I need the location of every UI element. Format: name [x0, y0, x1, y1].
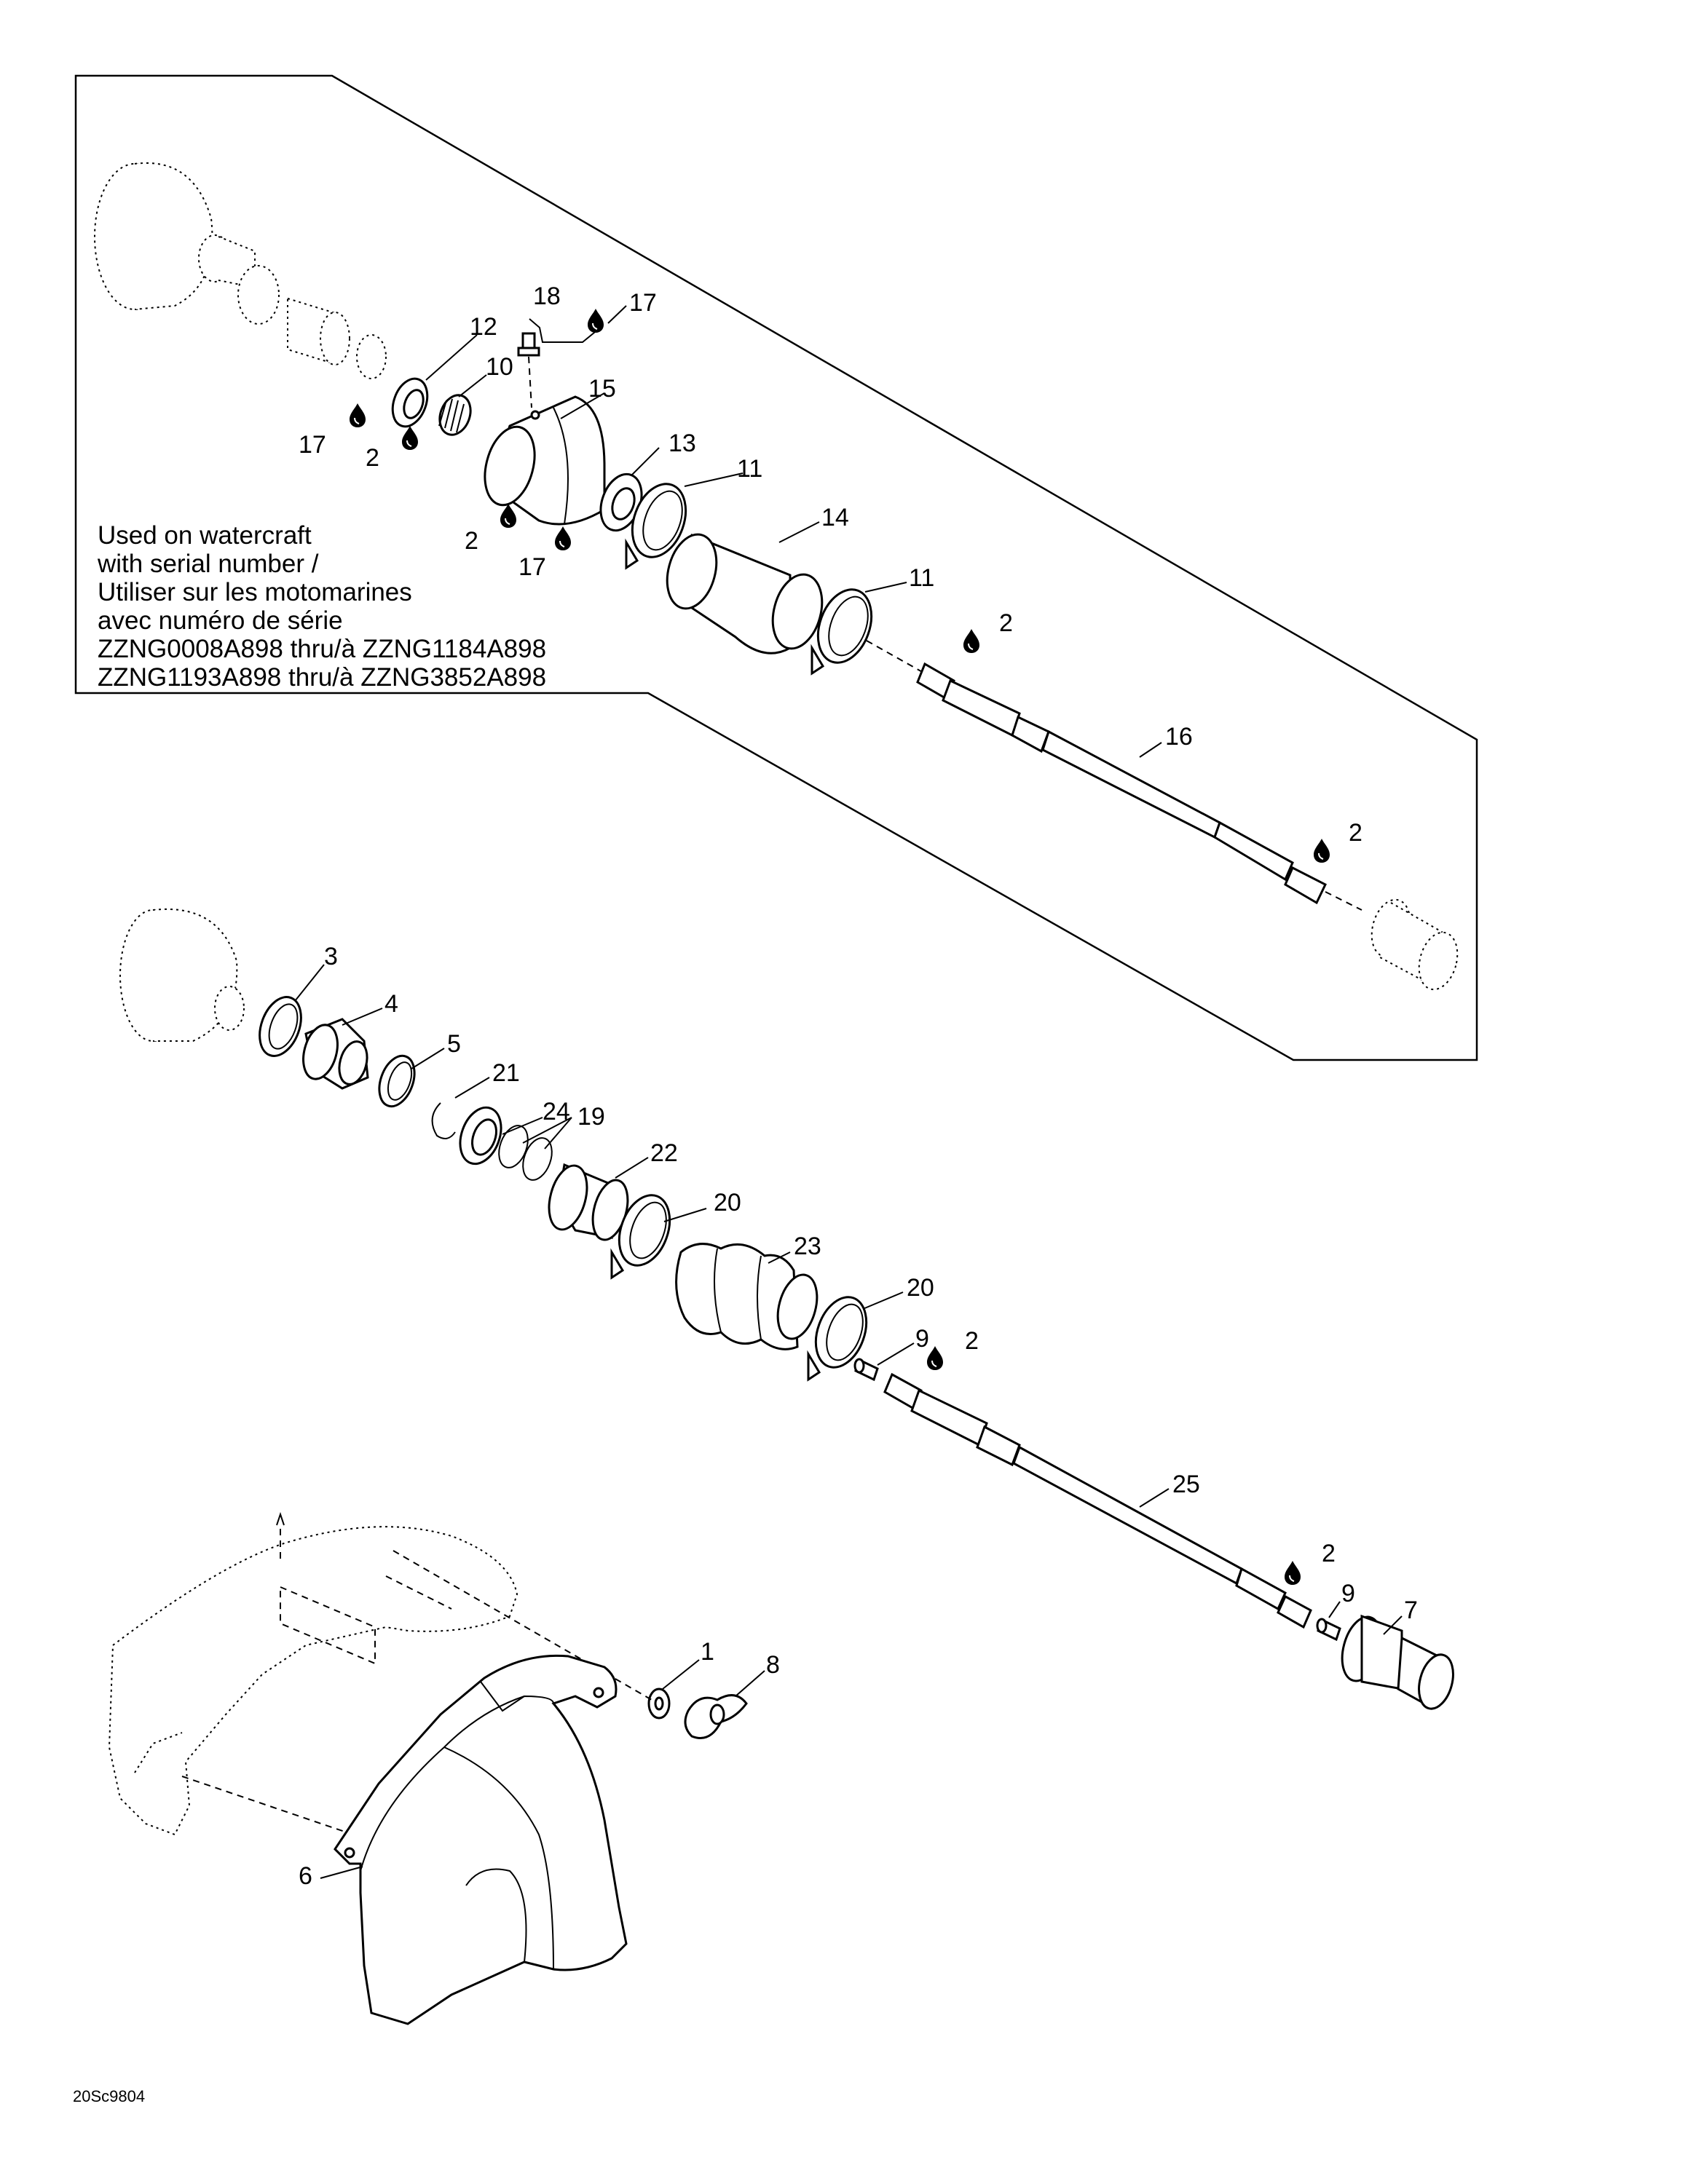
callout-10: 10 — [486, 353, 513, 381]
callout-17: 17 — [629, 289, 657, 317]
note-line-5: ZZNG0008A898 thru/à ZZNG1184A898 — [98, 635, 546, 663]
note-line-1: Used on watercraft — [98, 521, 312, 550]
housing-15 — [484, 395, 606, 526]
callout-11: 11 — [737, 455, 762, 483]
callout-17: 17 — [299, 431, 326, 459]
clamp-20-right — [807, 1296, 868, 1382]
callout-13: 13 — [669, 430, 696, 457]
callout-18: 18 — [533, 282, 561, 310]
callout-9: 9 — [915, 1325, 929, 1353]
drop-icon — [401, 425, 419, 451]
callout-17: 17 — [518, 553, 546, 581]
grease-fitting-18 — [517, 332, 540, 408]
callout-23: 23 — [794, 1233, 821, 1260]
bearing-housing-7 — [1341, 1614, 1454, 1710]
drop-icon — [500, 503, 517, 529]
callout-2: 2 — [465, 527, 478, 555]
washer-1 — [647, 1688, 671, 1720]
callout-19: 19 — [577, 1103, 605, 1131]
callout-21: 21 — [492, 1059, 520, 1087]
callout-2: 2 — [366, 444, 379, 472]
circlip-21 — [431, 1102, 456, 1139]
callout-25: 25 — [1172, 1471, 1200, 1498]
callout-8: 8 — [766, 1651, 780, 1679]
seal-13 — [599, 472, 643, 532]
wing-nut-8 — [684, 1694, 748, 1739]
callout-12: 12 — [470, 313, 497, 341]
callout-11: 11 — [909, 564, 934, 592]
note-line-3: Utiliser sur les motomarines — [98, 578, 412, 606]
callout-20: 20 — [907, 1274, 934, 1302]
note-line-4: avec numéro de série — [98, 606, 343, 635]
callout-6: 6 — [299, 1862, 312, 1890]
callout-22: 22 — [650, 1139, 678, 1167]
stopper-9-right — [1316, 1618, 1341, 1642]
lower-engine-phantom — [119, 908, 245, 1042]
clamp-3 — [259, 996, 302, 1057]
bearing-10 — [438, 394, 472, 436]
callout-9: 9 — [1341, 1580, 1355, 1607]
drop-icon — [587, 308, 604, 333]
serial-number-note: Used on watercraft with serial number / … — [97, 521, 546, 692]
callout-2: 2 — [965, 1327, 979, 1355]
note-line-2: with serial number / — [97, 550, 319, 578]
seal-24 — [459, 1106, 502, 1166]
note-line-6: ZZNG1193A898 thru/à ZZNG3852A898 — [98, 663, 546, 692]
callout-14: 14 — [821, 504, 849, 531]
cover-6 — [334, 1654, 628, 2025]
drop-icon — [926, 1345, 944, 1371]
boot-14 — [666, 533, 824, 654]
drop-icon — [963, 628, 980, 654]
callout-1: 1 — [701, 1638, 714, 1666]
coupling-4 — [302, 1018, 369, 1090]
part-callouts: 12 10 18 17 15 17 2 13 11 2 14 17 11 2 1… — [299, 282, 1418, 1890]
leader-lines — [294, 305, 1403, 1879]
clamp-11-left — [625, 483, 687, 570]
callout-2: 2 — [1349, 819, 1362, 847]
callout-16: 16 — [1165, 723, 1193, 751]
bushing-22 — [548, 1163, 629, 1241]
drop-icon — [349, 403, 366, 428]
drop-icon — [554, 526, 572, 551]
callout-2: 2 — [999, 609, 1013, 637]
clamp-11-right — [811, 588, 873, 676]
clamp-5 — [378, 1054, 416, 1108]
callout-15: 15 — [588, 375, 616, 403]
callout-7: 7 — [1404, 1597, 1418, 1624]
drop-icon — [1284, 1560, 1301, 1586]
callout-4: 4 — [384, 990, 398, 1018]
callout-20: 20 — [714, 1189, 741, 1216]
callout-24: 24 — [543, 1098, 570, 1125]
upper-engine-phantom — [94, 162, 387, 379]
drive-shaft-16 — [866, 640, 1459, 991]
diagram-code: 20Sc9804 — [73, 2087, 145, 2105]
callout-2: 2 — [1322, 1540, 1336, 1567]
bellows-23 — [675, 1243, 819, 1350]
callout-5: 5 — [447, 1030, 461, 1058]
drop-icon — [1313, 838, 1330, 863]
seal-12 — [391, 377, 429, 428]
o-rings-19 — [498, 1125, 553, 1181]
stopper-9-left — [853, 1358, 879, 1382]
callout-3: 3 — [324, 943, 338, 970]
clamp-20-left — [610, 1194, 671, 1280]
drive-shaft-25 — [883, 1372, 1312, 1629]
inset-frame — [74, 74, 1478, 1061]
